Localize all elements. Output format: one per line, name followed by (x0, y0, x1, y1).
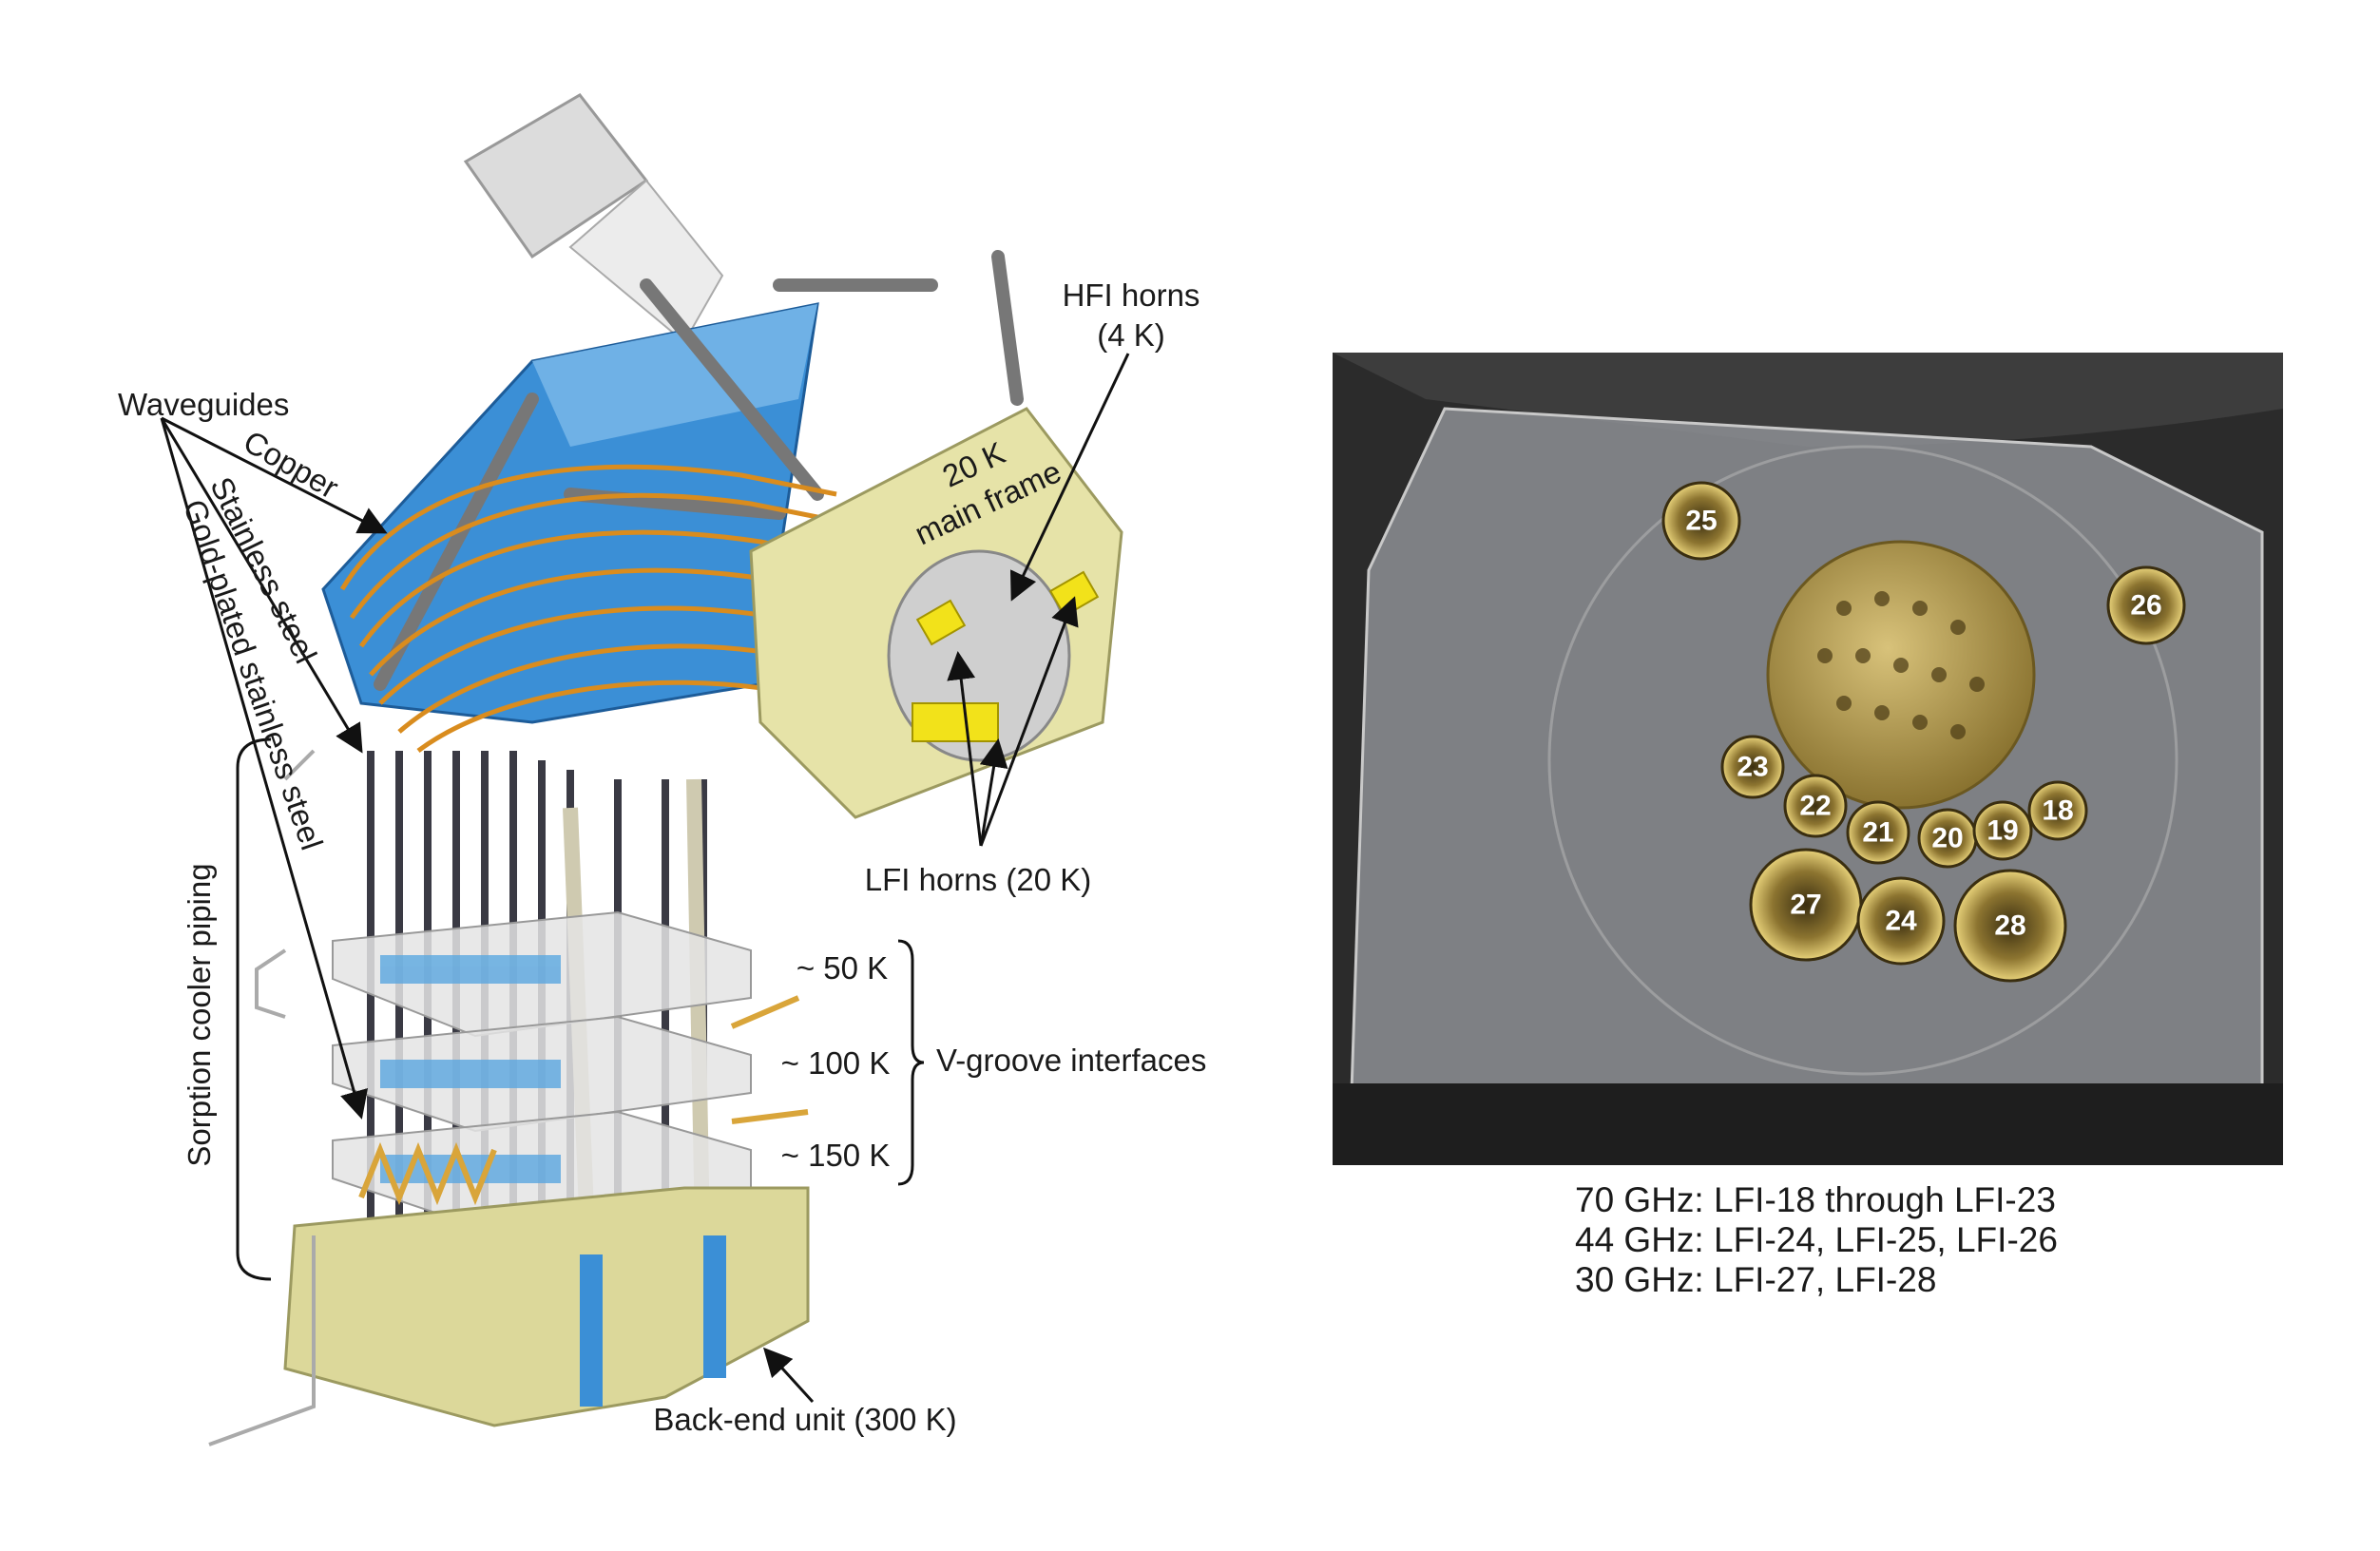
horn-label-24: 24 (1885, 906, 1917, 937)
vgroove-label: V-groove interfaces (936, 1043, 1206, 1078)
lfi-horns-label: LFI horns (20 K) (865, 862, 1091, 897)
sorption-piping-label: Sorption cooler piping (182, 863, 217, 1166)
waveguides-label: Waveguides (118, 387, 289, 422)
copper-waveguides (339, 464, 875, 754)
hfi-horns-arrow (1009, 353, 1130, 602)
sorption-brace (236, 737, 272, 1281)
stainless-steel-arrow (160, 417, 363, 754)
lfi-horns-arrow-2 (979, 738, 1008, 847)
horn-18 (2027, 780, 2088, 841)
horn-23 (1720, 735, 1785, 799)
horn-label-18: 18 (2042, 795, 2073, 827)
upper-support-panel (568, 179, 724, 344)
horn-label-25: 25 (1685, 506, 1717, 537)
blue-plate-highlight (532, 304, 817, 447)
gold-plated-arrow (160, 417, 369, 1120)
horn-label-22: 22 (1799, 791, 1831, 822)
hfi-horn-plate (1766, 540, 2036, 810)
horn-28 (1953, 869, 2067, 983)
hfi-horns-label: HFI horns (1063, 278, 1200, 313)
horn-label-20: 20 (1931, 823, 1963, 854)
caption-30ghz: 30 GHz: LFI-27, LFI-28 (1575, 1260, 1937, 1299)
lfi-instrument-drawing (208, 93, 1123, 1446)
horn-label-19: 19 (1987, 815, 2018, 847)
caption-70ghz: 70 GHz: LFI-18 through LFI-23 (1575, 1180, 2056, 1219)
lfi-horns-arrow-3 (979, 596, 1079, 847)
vgroove-brace (897, 939, 925, 1186)
horn-label-28: 28 (1994, 910, 2025, 942)
horn-label-21: 21 (1862, 817, 1893, 849)
photo-upper-shadow (1333, 353, 2283, 447)
horn-label-26: 26 (2130, 590, 2161, 622)
plate-ring (1547, 445, 2178, 1076)
focal-plane-photo: 25 26 23 22 21 20 19 18 27 24 28 (1333, 353, 2283, 1165)
copper-arrow (161, 416, 388, 534)
leader-lines (160, 353, 1130, 1404)
horn-21 (1846, 800, 1910, 865)
lfi-horn-shapes (1661, 481, 2186, 983)
horn-label-27: 27 (1790, 890, 1821, 921)
backend-label: Back-end unit (300 K) (653, 1402, 956, 1437)
horn-22 (1783, 774, 1848, 838)
horn-24 (1856, 876, 1946, 966)
backend-arrow (762, 1347, 815, 1404)
temp-50k-label: ~ 50 K (797, 950, 888, 986)
frequency-caption: 70 GHz: LFI-18 through LFI-23 44 GHz: LF… (1575, 1180, 2058, 1300)
horn-25 (1661, 481, 1741, 561)
back-end-blue-brackets (580, 1235, 726, 1407)
photo-bottom-hardware (1333, 1083, 2283, 1165)
temp-150k-label: ~ 150 K (781, 1138, 891, 1173)
lfi-horns-arrow-1 (947, 651, 983, 847)
horn-19 (1972, 800, 2033, 861)
gold-waveguides (358, 995, 809, 1206)
hfi-horn-openings (1817, 591, 1985, 739)
caption-44ghz: 44 GHz: LFI-24, LFI-25, LFI-26 (1575, 1220, 2058, 1259)
sorption-cooler-piping (208, 749, 316, 1446)
back-end-unit (283, 1186, 810, 1427)
hfi-temp-label: (4 K) (1097, 317, 1165, 353)
temp-100k-label: ~ 100 K (781, 1045, 891, 1081)
horn-label-23: 23 (1737, 752, 1768, 783)
horn-26 (2106, 565, 2186, 645)
